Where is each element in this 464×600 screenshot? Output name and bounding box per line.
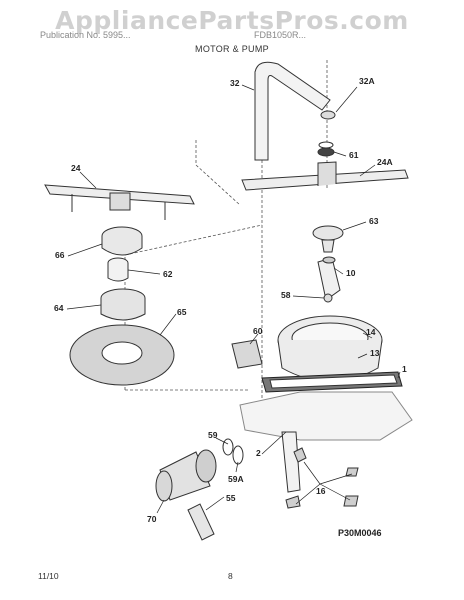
callout-55: 55 — [226, 493, 236, 503]
model-number: FDB1050R... — [254, 30, 307, 40]
part-59-oring — [222, 438, 234, 456]
part-66-impeller — [101, 226, 143, 256]
callout-63: 63 — [369, 216, 379, 226]
callout-32: 32 — [230, 78, 240, 88]
callout-13: 13 — [370, 348, 380, 358]
diagram-code: P30M0046 — [338, 528, 382, 538]
part-32-feed-tube — [254, 61, 331, 161]
tub-base — [239, 391, 413, 441]
callout-65: 65 — [177, 307, 187, 317]
callout-32A: 32A — [359, 76, 375, 86]
page-number: 8 — [228, 571, 233, 581]
part-65-fine-filter — [69, 324, 175, 386]
callout-10: 10 — [346, 268, 356, 278]
callout-58: 58 — [281, 290, 291, 300]
footer-date: 11/10 — [38, 571, 59, 581]
part-10-pump-housing-tube — [317, 256, 341, 301]
watermark: AppliancePartsPros.com — [55, 6, 409, 35]
callout-24A: 24A — [377, 157, 393, 167]
callout-16: 16 — [316, 486, 326, 496]
callout-66: 66 — [55, 250, 65, 260]
callout-59A: 59A — [228, 474, 244, 484]
part-63-cap — [312, 225, 344, 253]
callout-62: 62 — [163, 269, 173, 279]
part-70-motor — [155, 449, 217, 502]
part-2-hose — [281, 431, 301, 493]
part-24-lower-spray-arm — [44, 184, 195, 220]
part-1-gasket — [261, 371, 403, 393]
callout-61: 61 — [349, 150, 359, 160]
callout-60: 60 — [253, 326, 263, 336]
section-title: MOTOR & PUMP — [195, 44, 269, 54]
part-58-check-valve — [323, 293, 333, 303]
callout-1: 1 — [402, 364, 407, 374]
part-64-filter-ring — [100, 288, 146, 321]
callout-14: 14 — [366, 327, 376, 337]
publication-number: Publication No. 5995... — [40, 30, 131, 40]
callout-2: 2 — [256, 448, 261, 458]
part-14-sump — [277, 315, 383, 382]
part-32A-ring — [320, 110, 336, 120]
callout-64: 64 — [54, 303, 64, 313]
part-60-solenoid — [231, 339, 263, 369]
part-61-nut — [317, 141, 335, 157]
callout-leaders — [66, 84, 401, 514]
callout-24: 24 — [71, 163, 81, 173]
part-59A-oring — [232, 445, 244, 465]
part-55-bracket — [187, 503, 215, 541]
callout-59: 59 — [208, 430, 218, 440]
part-62-bearing — [107, 257, 129, 282]
part-24A-upper-spray-arm — [241, 161, 409, 191]
callout-70: 70 — [147, 514, 157, 524]
